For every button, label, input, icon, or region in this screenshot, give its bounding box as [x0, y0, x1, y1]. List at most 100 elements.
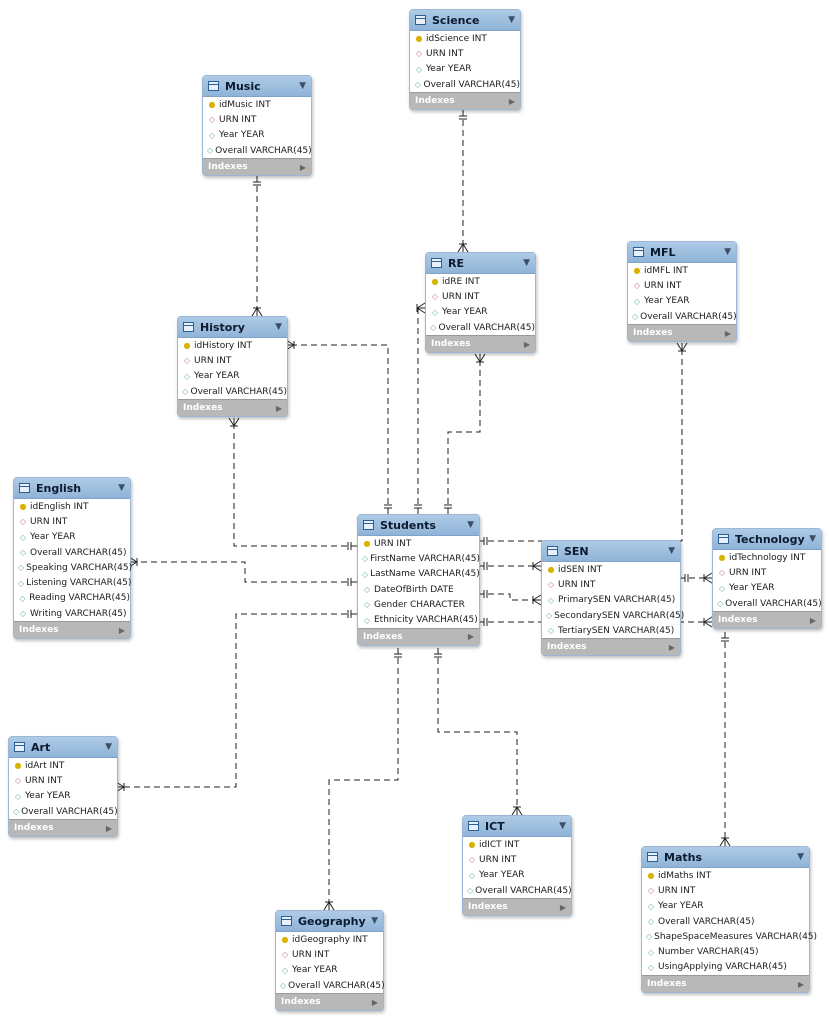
expand-arrow-icon[interactable]: ▶ — [299, 162, 306, 172]
column-row[interactable]: ◇URN INT — [9, 773, 117, 788]
indexes-section[interactable]: Indexes▶ — [713, 611, 821, 629]
table-ict[interactable]: ICT▼●idICT INT◇URN INT◇Year YEAR◇Overall… — [462, 815, 572, 917]
table-header[interactable]: Students▼ — [358, 515, 479, 536]
column-row[interactable]: ◇PrimarySEN VARCHAR(45) — [542, 593, 680, 608]
column-row[interactable]: ◇Year YEAR — [14, 530, 130, 545]
collapse-arrow-icon[interactable]: ▼ — [275, 322, 282, 332]
expand-arrow-icon[interactable]: ▶ — [508, 96, 515, 106]
indexes-section[interactable]: Indexes▶ — [410, 92, 520, 110]
relationship-line-students-ict[interactable] — [437, 648, 518, 815]
column-row[interactable]: ●idMaths INT — [642, 868, 809, 883]
expand-arrow-icon[interactable]: ▶ — [467, 632, 474, 642]
column-row[interactable]: ◇Year YEAR — [178, 369, 287, 384]
column-row[interactable]: ◇Year YEAR — [410, 62, 520, 77]
column-row[interactable]: ◇SecondarySEN VARCHAR(45) — [542, 608, 684, 623]
table-header[interactable]: History▼ — [178, 317, 287, 338]
column-row[interactable]: ◇Overall VARCHAR(45) — [14, 545, 130, 560]
column-row[interactable]: ◇Year YEAR — [426, 305, 535, 320]
collapse-arrow-icon[interactable]: ▼ — [724, 247, 731, 257]
collapse-arrow-icon[interactable]: ▼ — [523, 258, 530, 268]
column-row[interactable]: ●idMusic INT — [203, 97, 311, 112]
table-header[interactable]: Maths▼ — [642, 847, 809, 868]
relationship-line-students-sen2[interactable] — [478, 593, 541, 601]
indexes-section[interactable]: Indexes▶ — [358, 627, 479, 645]
column-row[interactable]: ●idArt INT — [9, 758, 117, 773]
collapse-arrow-icon[interactable]: ▼ — [299, 81, 306, 91]
table-re[interactable]: RE▼●idRE INT◇URN INT◇Year YEAR◇Overall V… — [425, 252, 536, 354]
expand-arrow-icon[interactable]: ▶ — [523, 339, 530, 349]
relationship-line-students-art[interactable] — [116, 613, 357, 788]
table-header[interactable]: Geography▼ — [276, 911, 383, 932]
indexes-section[interactable]: Indexes▶ — [276, 993, 383, 1011]
collapse-arrow-icon[interactable]: ▼ — [508, 15, 515, 25]
indexes-section[interactable]: Indexes▶ — [9, 819, 117, 837]
expand-arrow-icon[interactable]: ▶ — [105, 823, 112, 833]
column-row[interactable]: ◇Gender CHARACTER — [358, 597, 479, 612]
collapse-arrow-icon[interactable]: ▼ — [105, 742, 112, 752]
column-row[interactable]: ◇Number VARCHAR(45) — [642, 944, 809, 959]
column-row[interactable]: ◇LastName VARCHAR(45) — [358, 567, 480, 582]
indexes-section[interactable]: Indexes▶ — [14, 621, 130, 639]
column-row[interactable]: ◇URN INT — [642, 883, 809, 898]
column-row[interactable]: ◇Year YEAR — [628, 294, 736, 309]
expand-arrow-icon[interactable]: ▶ — [668, 642, 675, 652]
column-row[interactable]: ◇Year YEAR — [276, 963, 383, 978]
relationship-line-students-geography[interactable] — [328, 648, 399, 910]
collapse-arrow-icon[interactable]: ▼ — [371, 916, 378, 926]
indexes-section[interactable]: Indexes▶ — [463, 898, 571, 916]
expand-arrow-icon[interactable]: ▶ — [809, 615, 816, 625]
column-row[interactable]: ◇Year YEAR — [9, 789, 117, 804]
column-row[interactable]: ◇Overall VARCHAR(45) — [628, 309, 737, 324]
column-row[interactable]: ◇URN INT — [203, 112, 311, 127]
column-row[interactable]: ◇Overall VARCHAR(45) — [9, 804, 118, 819]
column-row[interactable]: ◇Overall VARCHAR(45) — [410, 77, 520, 92]
column-row[interactable]: ●idHistory INT — [178, 338, 287, 353]
column-row[interactable]: ◇Writing VARCHAR(45) — [14, 606, 130, 621]
table-history[interactable]: History▼●idHistory INT◇URN INT◇Year YEAR… — [177, 316, 288, 418]
table-header[interactable]: ICT▼ — [463, 816, 571, 837]
indexes-section[interactable]: Indexes▶ — [642, 975, 809, 993]
column-row[interactable]: ◇DateOfBirth DATE — [358, 582, 479, 597]
table-students[interactable]: Students▼●URN INT◇FirstName VARCHAR(45)◇… — [357, 514, 480, 646]
table-geography[interactable]: Geography▼●idGeography INT◇URN INT◇Year … — [275, 910, 385, 1012]
relationship-line-students-english2[interactable] — [233, 418, 357, 547]
column-row[interactable]: ●idGeography INT — [276, 932, 383, 947]
table-sen[interactable]: SEN▼●idSEN INT◇URN INT◇PrimarySEN VARCHA… — [541, 540, 684, 657]
column-row[interactable]: ●idSEN INT — [542, 562, 680, 577]
table-maths[interactable]: Maths▼●idMaths INT◇URN INT◇Year YEAR◇Ove… — [641, 846, 817, 994]
column-row[interactable]: ◇Year YEAR — [642, 899, 809, 914]
expand-arrow-icon[interactable]: ▶ — [275, 403, 282, 413]
indexes-section[interactable]: Indexes▶ — [542, 638, 680, 656]
expand-arrow-icon[interactable]: ▶ — [724, 328, 731, 338]
column-row[interactable]: ◇Overall VARCHAR(45) — [642, 914, 809, 929]
relationship-line-students-english[interactable] — [129, 561, 357, 583]
collapse-arrow-icon[interactable]: ▼ — [797, 852, 804, 862]
table-header[interactable]: Technology▼ — [713, 529, 821, 550]
column-row[interactable]: ◇URN INT — [463, 852, 571, 867]
column-row[interactable]: ◇Year YEAR — [203, 128, 311, 143]
column-row[interactable]: ◇Year YEAR — [713, 581, 821, 596]
table-header[interactable]: Music▼ — [203, 76, 311, 97]
column-row[interactable]: ◇Overall VARCHAR(45) — [203, 143, 312, 158]
column-row[interactable]: ●idMFL INT — [628, 263, 736, 278]
column-row[interactable]: ◇Listening VARCHAR(45) — [14, 575, 131, 590]
column-row[interactable]: ●idICT INT — [463, 837, 571, 852]
table-science[interactable]: Science▼●idScience INT◇URN INT◇Year YEAR… — [409, 9, 521, 111]
column-row[interactable]: ◇ShapeSpaceMeasures VARCHAR(45) — [642, 929, 817, 944]
column-row[interactable]: ◇FirstName VARCHAR(45) — [358, 551, 480, 566]
column-row[interactable]: ◇UsingApplying VARCHAR(45) — [642, 960, 809, 975]
column-row[interactable]: ◇Reading VARCHAR(45) — [14, 591, 130, 606]
column-row[interactable]: ◇Overall VARCHAR(45) — [463, 883, 572, 898]
column-row[interactable]: ◇Speaking VARCHAR(45) — [14, 560, 132, 575]
table-header[interactable]: Art▼ — [9, 737, 117, 758]
column-row[interactable]: ◇URN INT — [276, 947, 383, 962]
column-row[interactable]: ◇Overall VARCHAR(45) — [713, 596, 822, 611]
expand-arrow-icon[interactable]: ▶ — [118, 625, 125, 635]
table-header[interactable]: SEN▼ — [542, 541, 680, 562]
column-row[interactable]: ◇URN INT — [14, 514, 130, 529]
column-row[interactable]: ◇Overall VARCHAR(45) — [276, 978, 385, 993]
table-english[interactable]: English▼●idEnglish INT◇URN INT◇Year YEAR… — [13, 477, 132, 640]
column-row[interactable]: ◇URN INT — [410, 46, 520, 61]
column-row[interactable]: ◇TertiarySEN VARCHAR(45) — [542, 623, 680, 638]
column-row[interactable]: ◇Ethnicity VARCHAR(45) — [358, 612, 479, 627]
